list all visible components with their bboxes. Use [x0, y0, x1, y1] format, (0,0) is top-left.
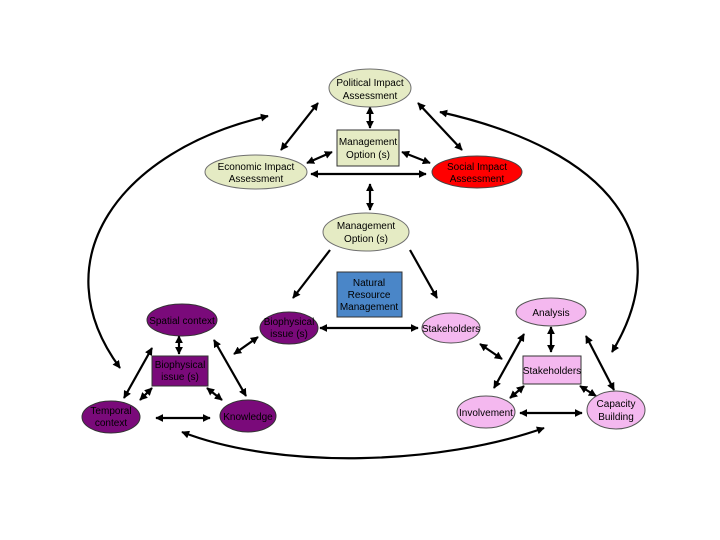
node-label: Natural: [353, 278, 385, 289]
node-label: issue (s): [270, 329, 308, 340]
node-label: Stakeholders: [523, 366, 581, 377]
arrow-mgmt-ellipse-to-biophysical: [292, 249, 331, 299]
arrow-stakeholders-center-to-right-cluster: [479, 343, 503, 360]
node-label: Political Impact: [336, 78, 403, 89]
node-stakeholders-box: Stakeholders: [522, 355, 582, 385]
node-political-impact: Political Impact Assessment: [328, 68, 412, 108]
arrow-curve-right-to-political: [439, 109, 639, 353]
node-label: Biophysical: [264, 317, 315, 328]
node-label: Involvement: [459, 408, 513, 419]
node-label: context: [95, 418, 127, 429]
node-label: Stakeholders: [422, 324, 480, 335]
arrow-mgmtbox-to-economic: [306, 150, 333, 165]
node-label: Knowledge: [223, 412, 273, 423]
node-label: Assessment: [229, 174, 284, 185]
node-label: Option (s): [344, 234, 388, 245]
connectors: [87, 102, 639, 460]
node-stakeholders-center: Stakeholders: [421, 312, 481, 344]
arrow-stakeholders-box-to-involvement: [509, 385, 525, 399]
node-label: Resource: [348, 290, 391, 301]
node-label: Capacity: [597, 399, 636, 410]
node-label: Management: [339, 137, 398, 148]
node-label: Building: [598, 412, 634, 423]
node-label: Management: [340, 302, 399, 313]
node-label: Analysis: [532, 308, 569, 319]
node-label: Assessment: [343, 91, 398, 102]
node-label: Option (s): [346, 150, 390, 161]
node-biophysical-issue-box: Biophysical issue (s): [151, 355, 209, 387]
node-label: issue (s): [161, 372, 199, 383]
arrow-stakeholders-box-to-capacity: [579, 385, 597, 397]
arrow-biophysical-box-to-temporal: [139, 387, 153, 401]
arrow-spatial-to-temporal: [123, 347, 153, 399]
node-economic-impact: Economic Impact Assessment: [204, 154, 308, 190]
node-spatial-context: Spatial context: [146, 303, 218, 337]
node-management-option-box: Management Option (s): [336, 129, 400, 167]
node-label: Temporal: [90, 406, 131, 417]
arrow-biophysical-center-to-left-cluster: [233, 336, 259, 355]
node-label: Assessment: [450, 174, 505, 185]
arrow-mgmtbox-to-social: [401, 150, 431, 165]
node-management-option-ellipse: Management Option (s): [322, 212, 410, 252]
arrow-analysis-to-capacity: [585, 335, 615, 391]
arrow-mgmt-ellipse-to-stakeholders: [409, 249, 438, 299]
arrow-biophysical-box-to-knowledge: [206, 387, 223, 401]
node-label: Spatial context: [149, 316, 215, 327]
node-biophysical-issue-center: Biophysical issue (s): [259, 311, 319, 345]
node-label: Economic Impact: [218, 162, 295, 173]
node-temporal-context: Temporal context: [81, 400, 141, 434]
node-analysis: Analysis: [515, 297, 587, 327]
node-natural-resource-management: Natural Resource Management: [336, 271, 403, 318]
arrow-curve-left-to-political: [87, 113, 269, 369]
node-involvement: Involvement: [456, 395, 516, 429]
node-social-impact: Social Impact Assessment: [431, 155, 523, 189]
arrow-curve-bottom: [181, 426, 545, 460]
arrow-political-to-social: [417, 102, 463, 151]
arrow-political-to-economic: [280, 102, 319, 151]
arrow-analysis-to-involvement: [493, 333, 525, 389]
node-knowledge: Knowledge: [219, 399, 277, 433]
node-label: Social Impact: [447, 162, 507, 173]
node-label: Biophysical: [155, 360, 206, 371]
node-label: Management: [337, 221, 396, 232]
node-capacity-building: Capacity Building: [586, 390, 646, 430]
